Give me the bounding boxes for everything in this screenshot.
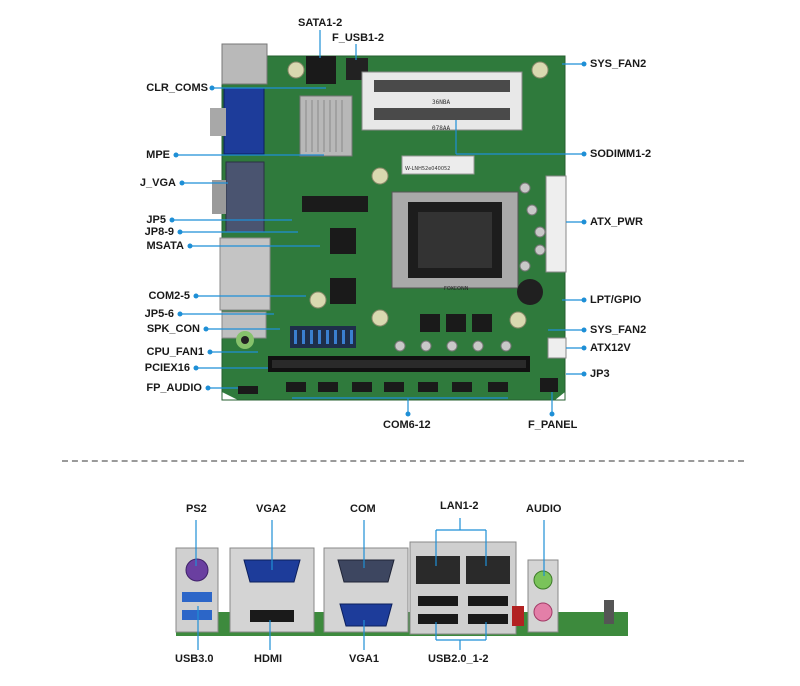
label-sys-fan2-bottom: SYS_FAN2	[590, 324, 647, 336]
usb2-port	[418, 614, 458, 624]
label-spk-con: SPK_CON	[146, 323, 200, 335]
label-f-panel: F_PANEL	[528, 419, 578, 431]
chip	[446, 314, 466, 332]
label-cpu-fan1: CPU_FAN1	[146, 346, 204, 358]
mount-hole	[531, 61, 549, 79]
label-jp5-6: JP5-6	[144, 308, 174, 320]
mount-hole	[287, 61, 305, 79]
chip	[420, 314, 440, 332]
lan2-port	[466, 556, 510, 584]
sticker-text: W-LNH52e040052	[405, 166, 450, 172]
label-lpt-gpio: LPT/GPIO	[590, 294, 642, 306]
label-f-usb: F_USB1-2	[332, 32, 384, 44]
label-atx-pwr: ATX_PWR	[590, 216, 643, 228]
audio-mic-in	[533, 602, 553, 622]
label-vga2: VGA2	[256, 503, 286, 515]
label-sys-fan2-top: SYS_FAN2	[590, 58, 647, 70]
chip	[330, 228, 356, 254]
chip	[472, 314, 492, 332]
board-sticker	[401, 155, 475, 175]
com-port	[337, 559, 395, 583]
label-jp8-9: JP8-9	[144, 226, 174, 238]
mount-hole	[309, 291, 327, 309]
usb2-port	[468, 614, 508, 624]
atx12v-connector	[547, 337, 567, 359]
label-sata: SATA1-2	[298, 17, 343, 29]
mount-hole	[509, 311, 527, 329]
label-com6-12: COM6-12	[383, 419, 431, 431]
label-jp5: JP5	[146, 214, 166, 226]
socket-mark: FOXCONN	[444, 286, 469, 292]
usb3-port	[182, 610, 212, 620]
io-com-port	[225, 161, 265, 233]
msata-slot	[302, 196, 368, 212]
label-usb3: USB3.0	[175, 653, 214, 665]
label-atx12v: ATX12V	[590, 342, 631, 354]
label-msata: MSATA	[146, 240, 184, 252]
audio-line-out	[533, 570, 553, 590]
label-pciex16: PCIEX16	[144, 362, 190, 374]
mount-hole	[371, 309, 389, 327]
label-mpe: MPE	[146, 149, 170, 161]
label-com2-5: COM2-5	[148, 290, 190, 302]
label-usb2: USB2.0_1-2	[428, 653, 489, 665]
label-lan: LAN1-2	[440, 500, 479, 512]
io-vga-port	[223, 87, 265, 155]
usb3-port	[182, 592, 212, 602]
chip	[330, 278, 356, 304]
label-jp3: JP3	[590, 368, 610, 380]
chipset-heatsink	[299, 95, 353, 157]
ps2-port	[185, 558, 209, 582]
label-ps2: PS2	[186, 503, 207, 515]
label-com: COM	[350, 503, 376, 515]
label-audio: AUDIO	[526, 503, 562, 515]
usb2-port	[418, 596, 458, 606]
label-j-vga: J_VGA	[139, 177, 176, 189]
dimm-mark-a: 36NBA	[432, 99, 450, 106]
label-fp-audio: FP_AUDIO	[146, 382, 202, 394]
hdmi-port	[250, 610, 294, 622]
io-lan-stack	[219, 237, 271, 311]
label-clr-coms: CLR_COMS	[146, 82, 208, 94]
vga2-port	[243, 559, 301, 583]
com-headers	[290, 326, 356, 348]
section-divider	[62, 460, 744, 462]
mount-hole	[371, 167, 389, 185]
atx-power-connector	[545, 175, 567, 273]
label-sodimm: SODIMM1-2	[590, 148, 652, 160]
vga1-port	[339, 603, 393, 627]
sata-connector	[306, 56, 336, 84]
usb2-port	[468, 596, 508, 606]
coin-battery	[517, 279, 543, 305]
io-usb-stack	[221, 43, 268, 85]
label-vga1: VGA1	[349, 653, 379, 665]
lan1-port	[416, 556, 460, 584]
dimm-mark-b: 078AA	[432, 125, 450, 132]
label-hdmi: HDMI	[254, 653, 283, 665]
